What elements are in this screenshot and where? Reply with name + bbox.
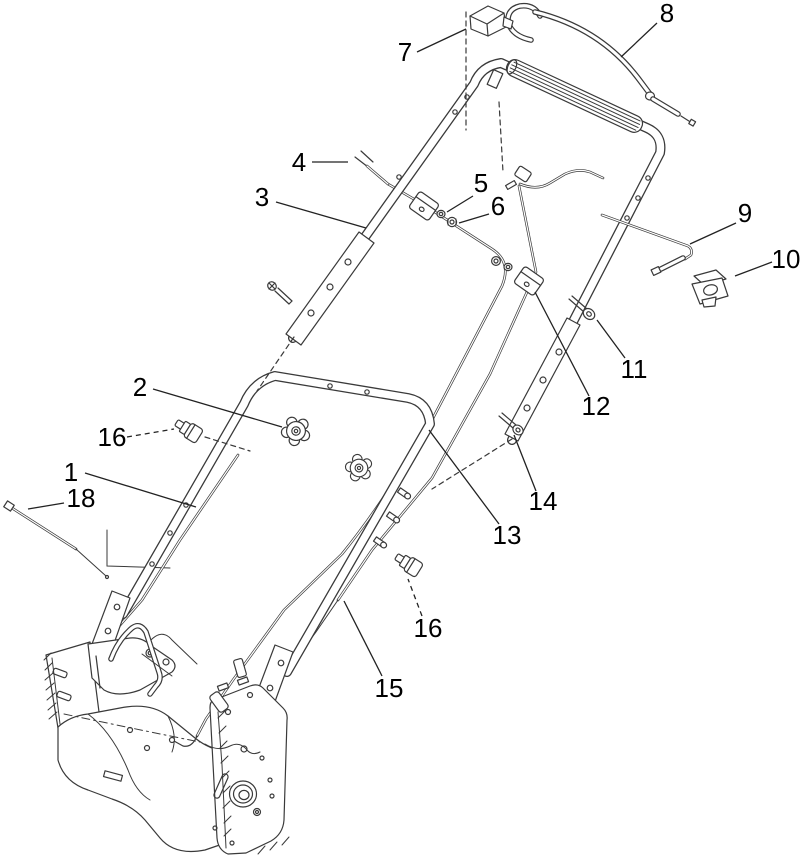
screw-part-14	[498, 412, 524, 436]
callout-label-2: 2	[133, 372, 147, 402]
hidden-line	[204, 436, 251, 452]
gear-case-plate	[204, 676, 290, 855]
callout-leader-10	[734, 261, 773, 277]
callout-leader-7	[416, 28, 467, 53]
callout-leader-15	[343, 600, 383, 677]
hidden-line	[498, 101, 504, 173]
switch-part	[469, 5, 514, 37]
callout-leader-18	[27, 502, 65, 510]
cable-fork-end	[354, 150, 390, 186]
callout-leader-11	[596, 319, 626, 359]
callout-leader-16-lower	[407, 578, 423, 617]
callout-label-18: 18	[67, 483, 96, 513]
callout-label-7: 7	[398, 37, 412, 67]
callout-label-6: 6	[491, 191, 505, 221]
lower-handle-tube	[91, 371, 435, 708]
callout-leader-9	[689, 222, 737, 245]
cable-clamp-right-part-12	[514, 266, 544, 296]
callout-label-8: 8	[660, 0, 674, 28]
control-bail-bar	[505, 2, 697, 127]
callout-label-16-lower: 16	[414, 613, 443, 643]
callout-leader-1	[84, 472, 197, 508]
screw-part-11	[568, 295, 596, 321]
callout-leader-8	[620, 22, 658, 58]
knob-part-2	[278, 415, 313, 449]
knob-lower	[340, 450, 377, 487]
callout-leader-12	[534, 291, 590, 397]
callout-label-15: 15	[375, 673, 404, 703]
rod-part-9	[600, 213, 693, 277]
callout-label-10: 10	[772, 244, 800, 274]
latch-part-16-upper	[171, 415, 205, 445]
handle-grip	[505, 59, 644, 133]
callout-leader-3	[275, 201, 367, 229]
callout-label-12: 12	[582, 391, 611, 421]
corner-band	[486, 69, 504, 89]
callout-label-3: 3	[255, 182, 269, 212]
nut-right	[491, 256, 502, 267]
hidden-line	[256, 336, 295, 392]
callout-label-13: 13	[493, 520, 522, 550]
z-cable-fitting	[504, 165, 605, 191]
rod-part-18	[3, 500, 110, 580]
callout-leader-5	[446, 195, 474, 213]
upper-handle-left-plate	[285, 231, 375, 346]
callout-leader-13	[428, 429, 500, 525]
callout-leader-6	[458, 213, 490, 224]
upper-handle-right-plate	[504, 317, 581, 442]
mount-bracket-top	[87, 637, 176, 695]
callout-labels: 7 8 4 3 5 6 9 10 11 12 2 16 1 18 13 14 1…	[64, 0, 800, 703]
callout-leaders	[27, 22, 773, 677]
nut-part-6	[446, 216, 458, 228]
callout-label-14: 14	[529, 486, 558, 516]
callout-leader-2	[152, 388, 283, 428]
callout-label-11: 11	[621, 354, 648, 384]
latch-part-16-lower	[391, 549, 425, 579]
washer-part-5	[436, 209, 446, 219]
carry-handle-loop	[108, 622, 198, 697]
carriage-bolt	[396, 487, 413, 501]
callout-label-9: 9	[738, 198, 752, 228]
callout-label-4: 4	[292, 147, 306, 177]
cable-fittings	[168, 657, 247, 747]
cable-clamp-left	[409, 191, 439, 221]
callout-leader-16-upper	[126, 428, 175, 438]
latch-part-10	[691, 269, 729, 308]
mount-bracket-left	[43, 641, 100, 729]
callout-label-5: 5	[474, 168, 488, 198]
callout-label-16-upper: 16	[98, 422, 127, 452]
hidden-line	[431, 438, 513, 490]
screw-left-leg	[267, 281, 293, 305]
washer-right	[503, 262, 513, 272]
callout-label-1: 1	[64, 457, 78, 487]
tiller-body	[43, 622, 290, 855]
callout-leader-14	[513, 434, 537, 492]
